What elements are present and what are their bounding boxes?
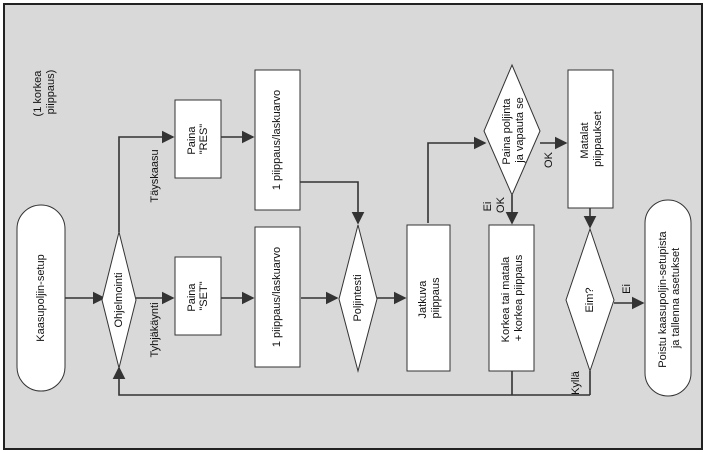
arrow-upper-to-poljintesti	[300, 181, 365, 225]
poljintesti-label: Poljintesti	[352, 274, 364, 321]
eim-label: Eim?	[584, 287, 596, 312]
edge-label-tyhjakaynti: Tyhjäkäynti	[149, 302, 161, 357]
jatkuva-label: Jatkuva piippaus	[417, 277, 442, 318]
edge-label-ei: Ei	[621, 284, 633, 294]
connectors	[65, 130, 645, 396]
edge-label-kylla: Kyllä	[570, 370, 582, 395]
piippaus-upper-label: 1 piippaus/laskuarvo	[271, 90, 283, 190]
labels: (1 korkea piippaus) Kaasupoljin-setup Oh…	[32, 68, 682, 395]
paina-set-label: Paina "SET"	[186, 280, 210, 311]
start-label: Kaasupoljin-setup	[35, 254, 47, 341]
node-start	[16, 204, 66, 392]
korkea-label: Korkea tai matala + korkea piippaus	[500, 254, 525, 343]
node-piippaus-lower	[254, 226, 301, 368]
arrow-jatkuva-to-paina-poljinta	[427, 136, 487, 223]
node-paina-set	[174, 256, 222, 336]
matalat-label: Matalat piippaukset	[579, 111, 604, 167]
arrow-loop-back-to-ohjelmointi	[112, 366, 590, 396]
edge-label-ei-ok: Ei OK	[482, 196, 507, 213]
nodes	[16, 63, 692, 397]
node-poljintesti	[338, 224, 378, 373]
edge-label-tayskaasu: Täyskaasu	[149, 149, 161, 202]
node-piippaus-upper	[254, 69, 301, 211]
piippaus-lower-label: 1 piippaus/laskuarvo	[271, 247, 283, 347]
edge-label-ok: OK	[543, 151, 555, 168]
node-korkea	[488, 224, 535, 372]
note-label: (1 korkea piippaus)	[32, 68, 57, 117]
node-eim	[565, 227, 615, 373]
paina-poljinta-label: Paina poljinta ja vapauta se	[501, 95, 526, 164]
ohjelmointi-label: Ohjelmointi	[113, 272, 125, 327]
paina-res-label: Paina "RES"	[186, 123, 210, 154]
node-paina-res	[174, 99, 222, 179]
node-poistu	[644, 199, 692, 397]
node-ohjelmointi	[101, 231, 137, 369]
node-paina-poljinta	[483, 63, 541, 197]
node-jatkuva	[406, 224, 451, 372]
arrow-ohjelmointi-to-res	[118, 130, 175, 232]
poistu-label: Poistu kaasupoljin-setupista ja tallenna…	[657, 228, 682, 367]
node-matalat	[567, 69, 614, 209]
